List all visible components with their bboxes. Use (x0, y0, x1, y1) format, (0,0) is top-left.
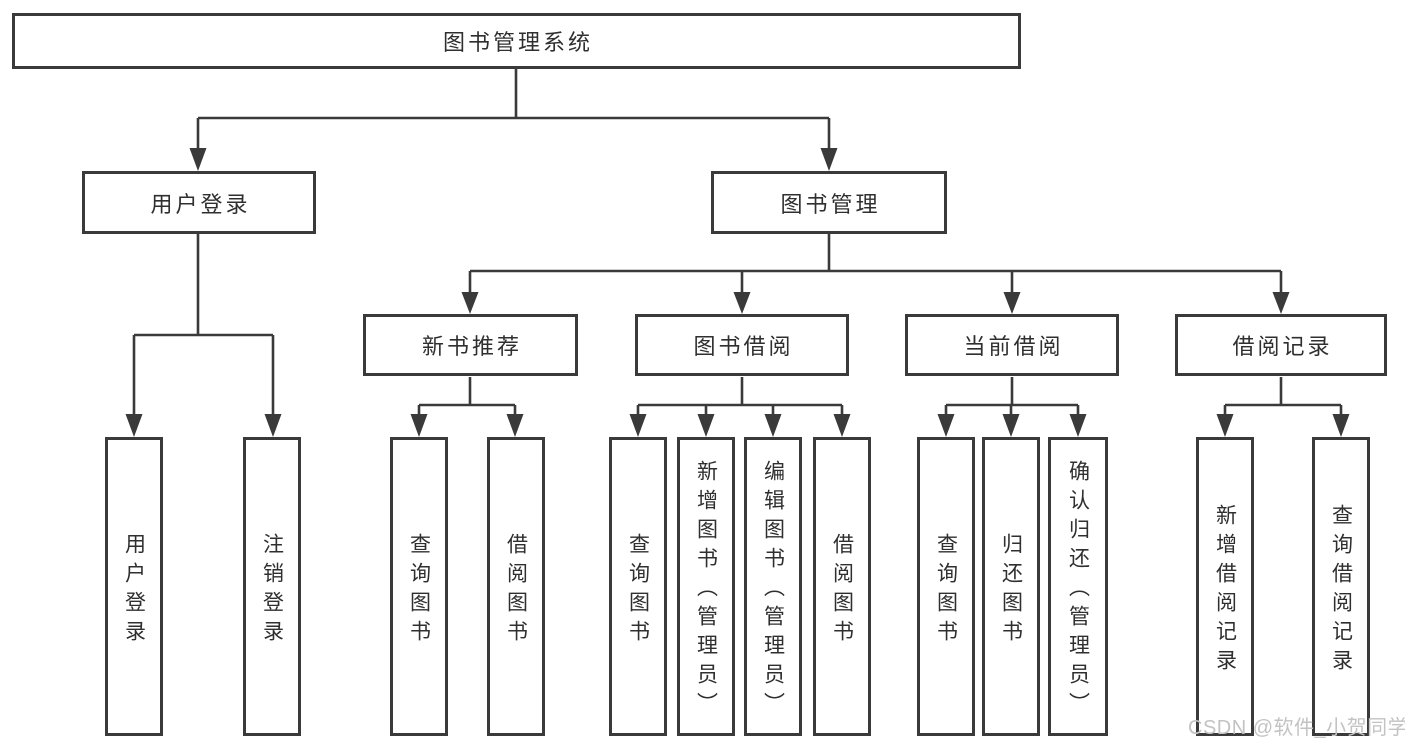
leaf-add-book-admin: 新增图书（管理员） (677, 437, 735, 736)
node-book-borrow-label: 图书借阅 (693, 334, 794, 359)
leaf-query-borrow-record-label: 查询借阅记录 (1329, 503, 1353, 678)
leaf-logout: 注销登录 (243, 437, 301, 736)
connector-book-borrow-to-leaves (629, 377, 851, 437)
connector-user-login-to-leaves (125, 234, 282, 437)
leaf-query-books-borrow-label: 查询图书 (626, 532, 650, 649)
node-root-label: 图书管理系统 (442, 30, 593, 55)
leaf-query-borrow-record: 查询借阅记录 (1312, 437, 1370, 736)
leaf-query-books-borrow: 查询图书 (609, 437, 667, 736)
leaf-add-borrow-record-label: 新增借阅记录 (1213, 503, 1237, 678)
leaf-query-books-current-label: 查询图书 (934, 532, 958, 649)
node-root: 图书管理系统 (12, 13, 1021, 69)
connector-book-mgmt-to-level3 (461, 234, 1290, 314)
leaf-confirm-return-admin-label: 确认归还（管理员） (1066, 460, 1090, 721)
node-borrow-records-label: 借阅记录 (1232, 334, 1333, 359)
leaf-return-book-label: 归还图书 (999, 532, 1023, 649)
leaf-borrow-books-2-label: 借阅图书 (830, 532, 854, 649)
connector-root-to-level2 (189, 69, 838, 171)
leaf-add-borrow-record: 新增借阅记录 (1196, 437, 1254, 736)
leaf-borrow-books-recommend-label: 借阅图书 (504, 532, 528, 649)
leaf-return-book: 归还图书 (982, 437, 1040, 736)
leaf-user-login: 用户登录 (105, 437, 163, 736)
csdn-watermark: CSDN @软件_小贺同学 (1188, 717, 1405, 739)
leaf-confirm-return-admin: 确认归还（管理员） (1048, 437, 1108, 736)
leaf-borrow-books-2: 借阅图书 (813, 437, 871, 736)
leaf-query-books-recommend-label: 查询图书 (407, 532, 431, 649)
connector-borrow-records-to-leaves (1216, 377, 1350, 437)
node-user-login: 用户登录 (82, 171, 316, 234)
node-new-book-recommend-label: 新书推荐 (421, 334, 522, 359)
node-current-borrow: 当前借阅 (905, 314, 1119, 376)
node-new-book-recommend: 新书推荐 (363, 314, 578, 376)
node-book-management: 图书管理 (711, 171, 947, 234)
node-borrow-records: 借阅记录 (1175, 314, 1387, 376)
node-book-borrow: 图书借阅 (635, 314, 849, 376)
connector-current-borrow-to-leaves (937, 377, 1087, 437)
leaf-query-books-current: 查询图书 (917, 437, 975, 736)
leaf-add-book-admin-label: 新增图书（管理员） (694, 460, 718, 721)
node-user-login-label: 用户登录 (150, 191, 251, 217)
leaf-borrow-books-recommend: 借阅图书 (487, 437, 545, 736)
connector-new-book-rec-to-leaves (410, 377, 524, 437)
leaf-edit-book-admin-label: 编辑图书（管理员） (761, 460, 785, 721)
leaf-user-login-label: 用户登录 (122, 532, 146, 649)
leaf-logout-label: 注销登录 (260, 532, 284, 649)
node-book-management-label: 图书管理 (780, 191, 881, 217)
node-current-borrow-label: 当前借阅 (963, 334, 1064, 359)
leaf-edit-book-admin: 编辑图书（管理员） (744, 437, 802, 736)
leaf-query-books-recommend: 查询图书 (390, 437, 448, 736)
